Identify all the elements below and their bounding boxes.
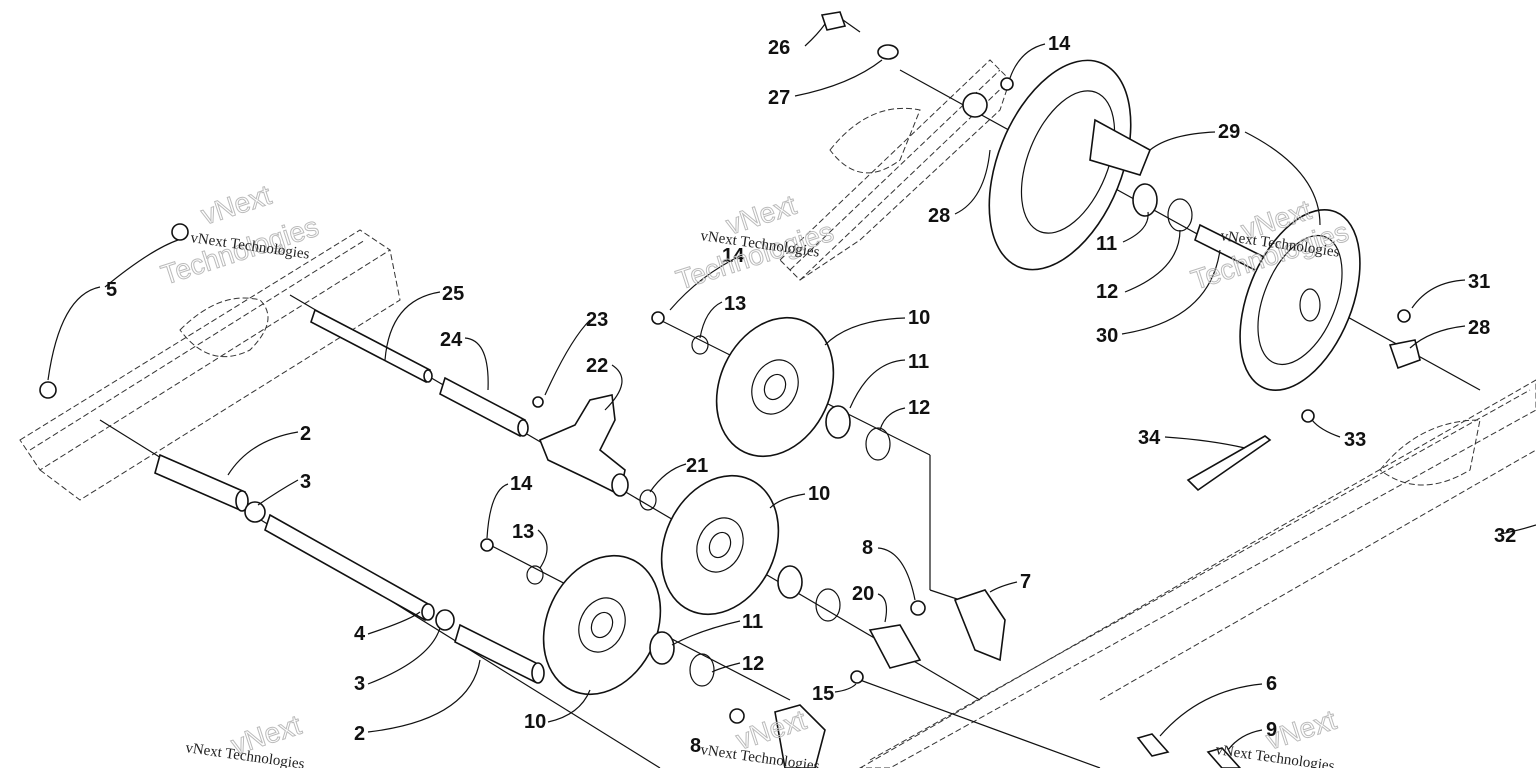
callout-21: 21 — [686, 455, 708, 477]
callout-8: 8 — [862, 537, 873, 559]
callout-27: 27 — [768, 87, 790, 109]
callout-24: 24 — [440, 329, 463, 351]
callout-12: 12 — [908, 397, 930, 419]
callout-4: 4 — [354, 623, 366, 645]
shaft-parts-left — [39, 223, 545, 684]
callout-9: 9 — [1266, 719, 1277, 741]
callout-11: 11 — [908, 351, 929, 373]
callout-33: 33 — [1344, 429, 1366, 451]
callout-10: 10 — [808, 483, 830, 505]
callout-28: 28 — [928, 205, 950, 227]
callout-10: 10 — [524, 711, 546, 733]
callout-11: 11 — [1096, 233, 1117, 255]
callout-14: 14 — [1048, 33, 1071, 55]
slider-blocks — [774, 589, 1006, 768]
callout-13: 13 — [512, 521, 534, 543]
callout-14: 14 — [722, 245, 745, 267]
callout-23: 23 — [586, 309, 608, 331]
callout-32: 32 — [1494, 525, 1516, 547]
frame-rail-right — [858, 379, 1536, 768]
drive-sprocket-lower — [1239, 208, 1421, 392]
leader-lines — [47, 23, 1536, 751]
callout-5: 5 — [106, 279, 117, 301]
bearings-and-rings — [480, 77, 1193, 724]
callout-10: 10 — [908, 307, 930, 329]
idler-bracket — [532, 394, 629, 497]
callout-28: 28 — [1468, 317, 1490, 339]
callout-12: 12 — [1096, 281, 1118, 303]
callout-25: 25 — [442, 283, 464, 305]
watermark-big: vNext — [197, 179, 275, 231]
frame-rail-left — [19, 229, 401, 501]
idler-wheel-upper — [715, 316, 835, 458]
callout-2: 2 — [300, 423, 311, 445]
callout-11: 11 — [742, 611, 763, 633]
callout-34: 34 — [1138, 427, 1161, 449]
drive-sprocket-upper — [962, 59, 1152, 271]
callout-7: 7 — [1020, 571, 1031, 593]
callout-15: 15 — [812, 683, 834, 705]
callout-22: 22 — [586, 355, 608, 377]
callout-12: 12 — [742, 653, 764, 675]
callout-26: 26 — [768, 37, 790, 59]
callout-31: 31 — [1468, 271, 1490, 293]
callout-3: 3 — [354, 673, 365, 695]
callout-2: 2 — [354, 723, 365, 745]
callout-29: 29 — [1218, 121, 1240, 143]
callout-6: 6 — [1266, 673, 1277, 695]
watermark-big: vNext — [1262, 704, 1340, 756]
watermarks: vNext Technologies vNext Technologies vN… — [157, 179, 1353, 768]
callout-8: 8 — [690, 735, 701, 757]
callout-13: 13 — [724, 293, 746, 315]
bolts — [820, 11, 1315, 768]
callout-14: 14 — [510, 473, 533, 495]
idler-wheel-middle — [660, 474, 780, 616]
part-callouts: 26 27 14 29 28 11 12 30 31 28 34 33 32 5… — [106, 33, 1516, 757]
idler-wheel-lower — [542, 554, 662, 696]
callout-30: 30 — [1096, 325, 1118, 347]
callout-3: 3 — [300, 471, 311, 493]
callout-20: 20 — [852, 583, 874, 605]
